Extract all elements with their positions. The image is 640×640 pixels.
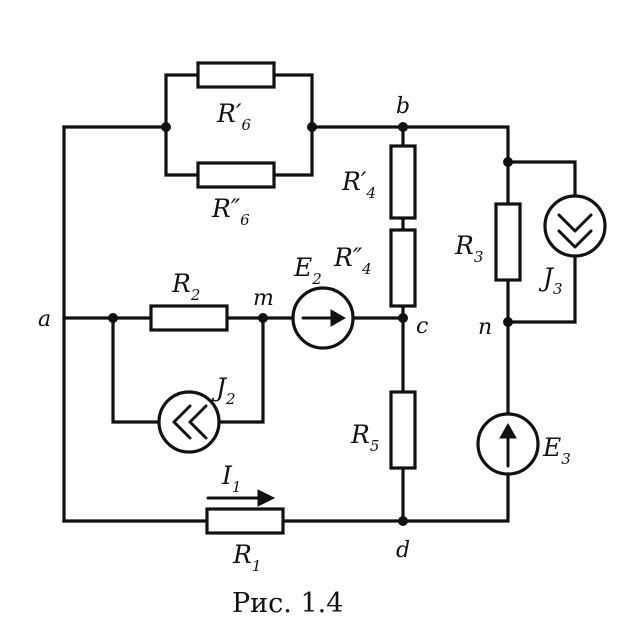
node-label-n: n <box>478 315 492 340</box>
junction-dot-d <box>398 516 408 526</box>
junction-dot-m <box>258 313 268 323</box>
node-label-a: a <box>38 307 51 332</box>
junction-dot-c <box>398 313 408 323</box>
label-r5: R5 <box>350 420 379 455</box>
arrowhead-icon <box>257 489 276 507</box>
figure-caption: Рис. 1.4 <box>232 588 343 619</box>
junction-dot-b <box>398 122 408 132</box>
resistor-r4-prime <box>389 144 417 220</box>
resistor-r2 <box>149 304 229 332</box>
junction-dot <box>307 122 317 132</box>
label-j3: J3 <box>538 263 563 298</box>
label-r1: R1 <box>232 540 261 575</box>
label-r6-prime: R′6 <box>216 99 252 134</box>
resistor-r6-double-prime <box>196 161 276 189</box>
voltage-source-e2 <box>291 286 355 350</box>
label-r4-prime: R′4 <box>341 167 376 202</box>
current-source-j3 <box>543 194 607 258</box>
junction-dot-n <box>503 317 513 327</box>
node-label-c: c <box>416 314 428 339</box>
label-i1: I1 <box>221 461 241 496</box>
resistor-r5 <box>389 390 417 470</box>
arrowhead-icon <box>330 309 347 327</box>
junction-dot <box>503 157 513 167</box>
double-chevron-left-icon <box>172 404 208 440</box>
current-arrow-i1 <box>206 489 276 507</box>
resistor-r1 <box>205 507 285 535</box>
node-label-b: b <box>396 94 410 119</box>
resistor-r4-double-prime <box>389 228 417 308</box>
label-e2: E2 <box>293 253 322 288</box>
junction-dot <box>161 122 171 132</box>
current-source-j2 <box>157 390 221 454</box>
resistor-r6-prime <box>196 61 276 89</box>
resistor-r3 <box>494 202 522 282</box>
double-chevron-down-icon <box>557 213 593 249</box>
label-r6-double-prime: R″6 <box>211 194 250 229</box>
node-label-d: d <box>396 538 410 563</box>
wire-right <box>401 160 510 523</box>
node-label-m: m <box>253 286 274 311</box>
label-r4-double-prime: R″4 <box>333 243 372 278</box>
label-e3: E3 <box>542 433 571 468</box>
junction-dot <box>108 313 118 323</box>
label-r3: R3 <box>454 231 483 266</box>
voltage-source-e3 <box>476 412 540 476</box>
label-r2: R2 <box>171 269 200 304</box>
arrowhead-icon <box>499 422 517 439</box>
wire-top-right <box>310 125 510 164</box>
label-j2: J2 <box>211 373 236 408</box>
